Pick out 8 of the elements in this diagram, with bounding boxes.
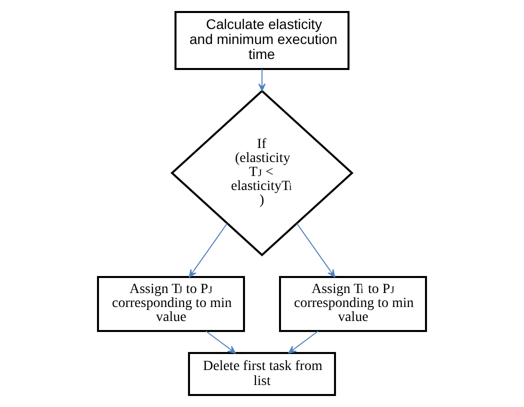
node-diamond: If (elasticity TJ < elasticityTi ) bbox=[170, 90, 354, 256]
node-box: Delete first task from list bbox=[188, 352, 336, 396]
arrow bbox=[288, 330, 319, 354]
arrow bbox=[188, 223, 228, 278]
arrow bbox=[205, 330, 236, 354]
arrow bbox=[258, 68, 266, 92]
node-box: Calculate elasticity and minimum execution time bbox=[174, 11, 350, 70]
arrow bbox=[296, 223, 336, 278]
